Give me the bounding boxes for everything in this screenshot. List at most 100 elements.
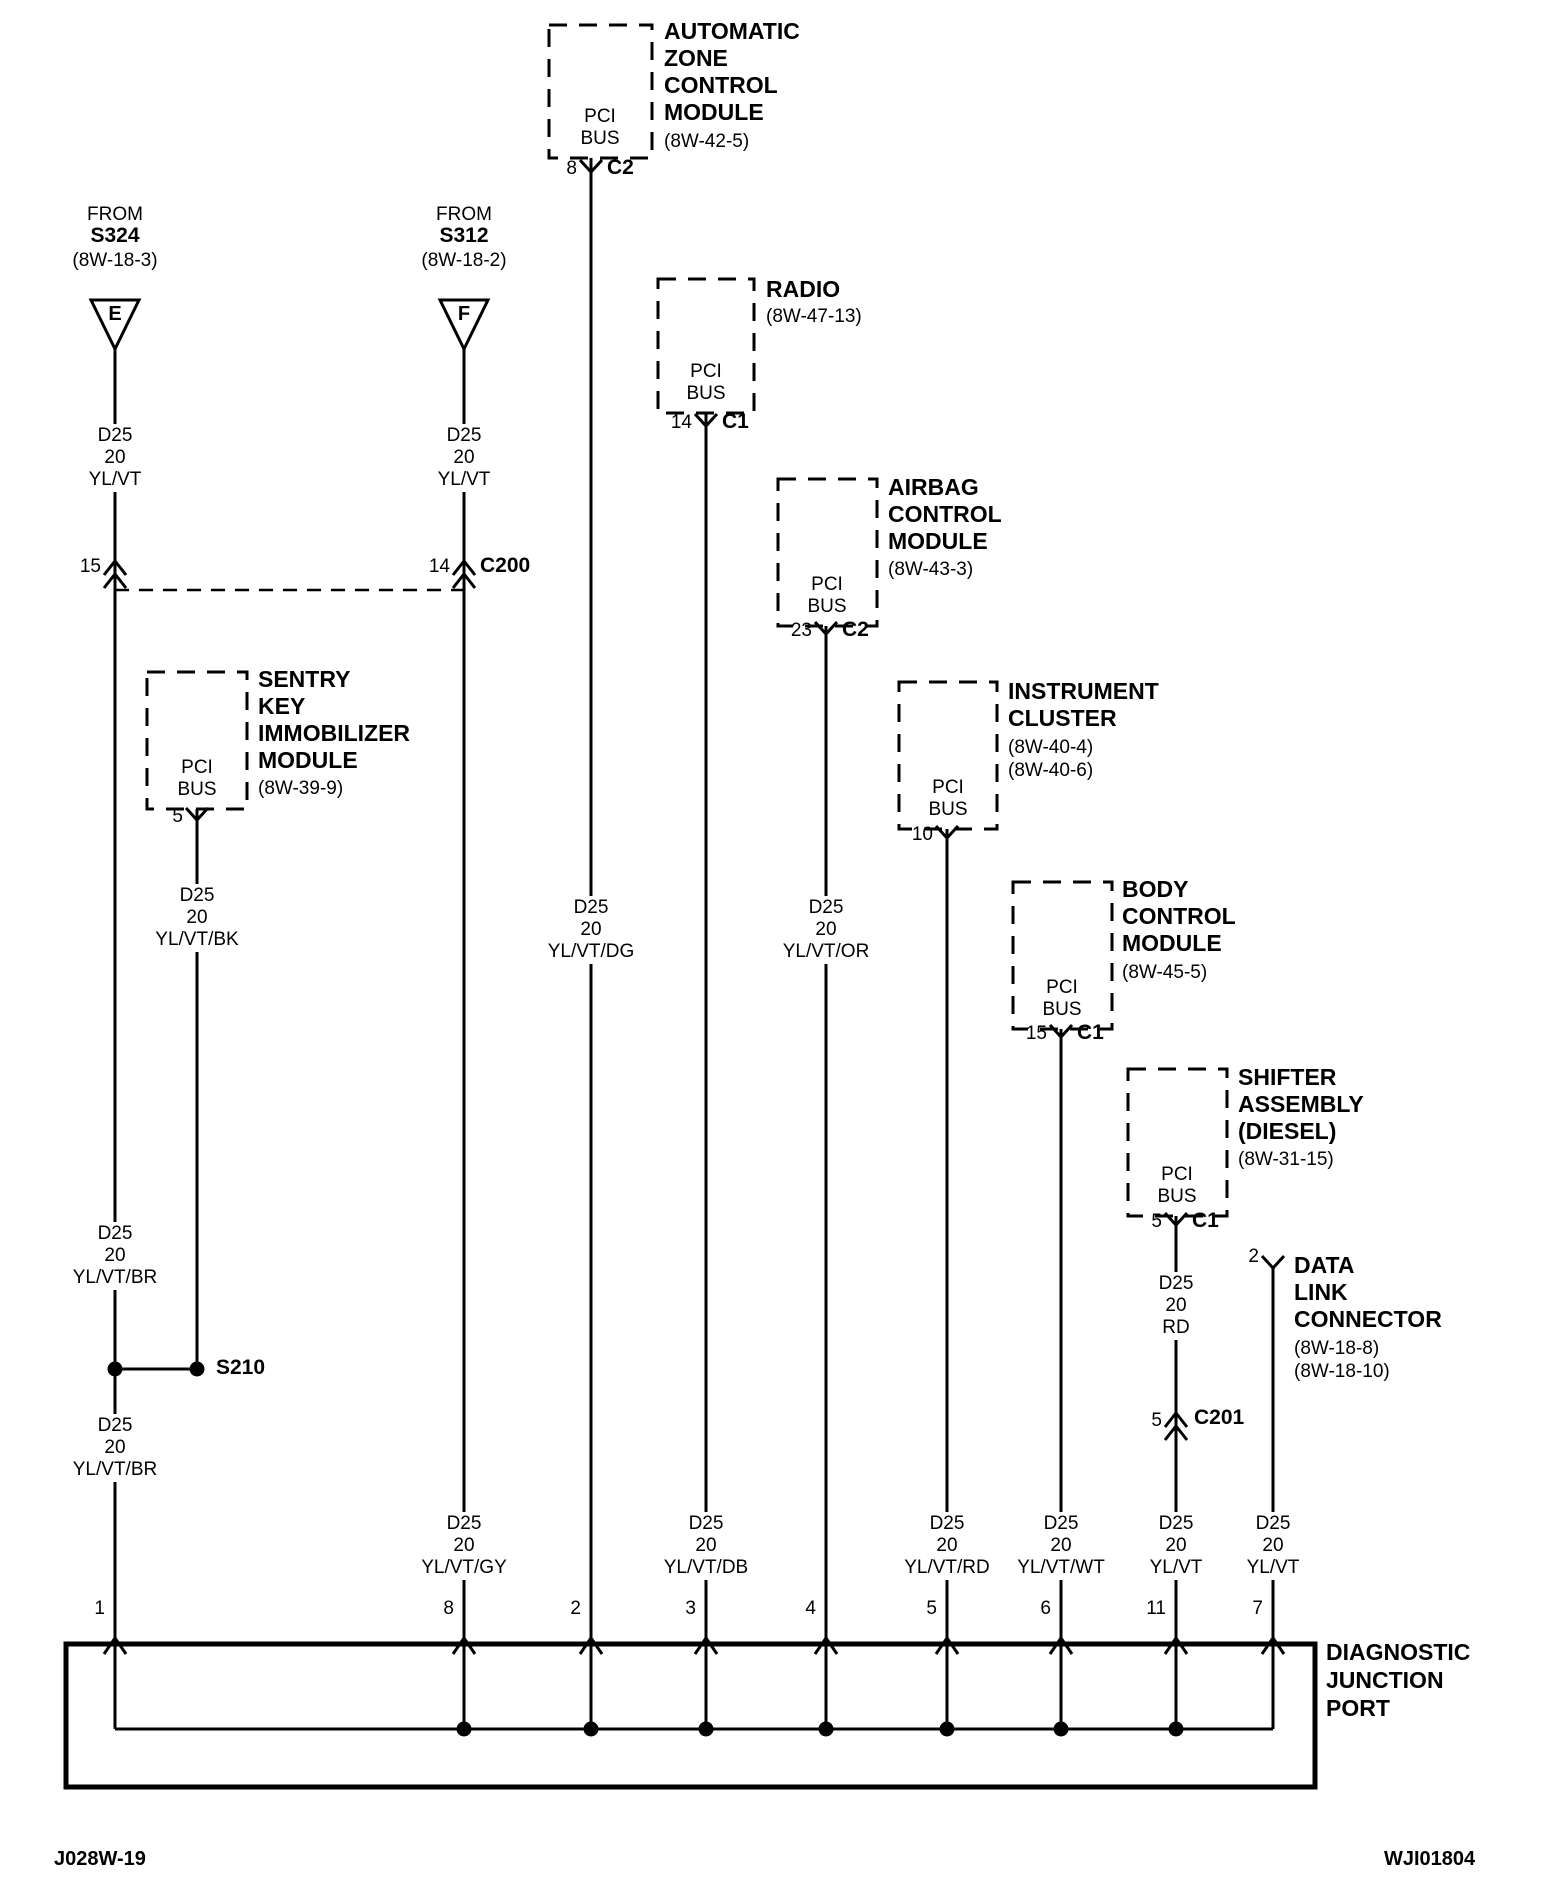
wire-label-e: D25 20 YL/VT xyxy=(83,424,147,492)
s324-triangle-letter: E xyxy=(108,303,122,325)
wire-label-f: D25 20 YL/VT xyxy=(432,424,496,492)
bcm-connector-symbol xyxy=(1048,1023,1074,1040)
bcm-module-ref: (8W-45-5) xyxy=(1122,962,1208,983)
wire-label-shifter-rd: D25 20 RD xyxy=(1153,1272,1199,1340)
airbag-module-title: AIRBAG CONTROL MODULE xyxy=(888,474,1002,554)
shifter-pin: 5 xyxy=(1151,1211,1162,1232)
c200-chevron-right-1 xyxy=(451,558,477,576)
bcm-module-title: BODY CONTROL MODULE xyxy=(1122,876,1236,956)
port-pin-8: 8 xyxy=(443,1598,454,1619)
bcm-connector-name: C1 xyxy=(1077,1021,1104,1044)
skim-module-title: SENTRY KEY IMMOBILIZER MODULE xyxy=(258,666,411,773)
port-pin-3: 3 xyxy=(685,1598,696,1619)
port-pin-4: 4 xyxy=(805,1598,816,1619)
airbag-connector-name: C2 xyxy=(842,618,869,641)
bus-dot-7 xyxy=(1168,1721,1184,1737)
diagnostic-junction-port-title: DIAGNOSTIC JUNCTION PORT xyxy=(1326,1639,1471,1721)
c200-chevron-left-1 xyxy=(102,558,128,576)
azc-module-box xyxy=(547,23,654,160)
s312-from-label: FROM xyxy=(436,204,492,225)
s324-triangle xyxy=(88,298,142,353)
azc-connector-symbol xyxy=(578,158,604,175)
c201-name: C201 xyxy=(1194,1406,1245,1429)
shifter-connector-symbol xyxy=(1163,1211,1189,1228)
footer-drawing-number: J028W-19 xyxy=(54,1848,146,1870)
skim-pin: 5 xyxy=(172,806,183,827)
port-entry-chevron-4 xyxy=(813,1635,839,1655)
wire-label-gy: D25 20 YL/VT/GY xyxy=(416,1512,512,1580)
s312-name: S312 xyxy=(439,224,489,247)
wire-label-wt: D25 20 YL/VT/WT xyxy=(1012,1512,1110,1580)
splice-dot-s210 xyxy=(189,1361,205,1377)
dlc-ref: (8W-18-8) (8W-18-10) xyxy=(1294,1338,1390,1382)
shifter-connector-name: C1 xyxy=(1192,1209,1219,1232)
port-entry-chevron-7 xyxy=(1260,1635,1286,1655)
cluster-pin: 10 xyxy=(911,824,933,845)
s312-triangle-letter: F xyxy=(457,303,471,325)
radio-module-box xyxy=(656,277,756,415)
cluster-module-title: INSTRUMENT CLUSTER xyxy=(1008,678,1159,731)
radio-connector-symbol xyxy=(693,412,719,429)
skim-connector-symbol xyxy=(184,806,210,823)
c200-chevron-left-2 xyxy=(102,571,128,589)
c201-chevron-1 xyxy=(1163,1410,1189,1428)
footer-plate-number: WJI01804 xyxy=(1384,1848,1476,1870)
s324-name: S324 xyxy=(90,224,140,247)
azc-module-title: AUTOMATIC ZONE CONTROL MODULE xyxy=(664,18,800,125)
s312-ref: (8W-18-2) xyxy=(421,250,507,271)
splice-dot-s324-line xyxy=(107,1361,123,1377)
port-pin-11: 11 xyxy=(1146,1598,1166,1619)
cluster-connector-symbol xyxy=(934,824,960,841)
port-pin-7: 7 xyxy=(1252,1598,1263,1619)
c201-pin: 5 xyxy=(1151,1410,1162,1431)
port-pin-6: 6 xyxy=(1040,1598,1051,1619)
bus-dot-2 xyxy=(583,1721,599,1737)
azc-pin: 8 xyxy=(566,158,577,179)
wire-label-br-upper: D25 20 YL/VT/BR xyxy=(67,1222,163,1290)
shifter-module-ref: (8W-31-15) xyxy=(1238,1149,1334,1170)
wire-label-db: D25 20 YL/VT/DB xyxy=(658,1512,754,1580)
wire-label-airbag: D25 20 YL/VT/OR xyxy=(777,896,875,964)
airbag-pci-bus-label: PCI BUS xyxy=(807,574,847,617)
wire-label-azc: D25 20 YL/VT/DG xyxy=(542,896,640,964)
s312-triangle xyxy=(437,298,491,353)
s324-ref: (8W-18-3) xyxy=(72,250,158,271)
s324-from-label: FROM xyxy=(87,204,143,225)
wire-label-rd: D25 20 YL/VT/RD xyxy=(899,1512,995,1580)
bus-dot-1 xyxy=(456,1721,472,1737)
port-pin-2: 2 xyxy=(570,1598,581,1619)
wire-label-dlc-bottom: D25 20 YL/VT xyxy=(1241,1512,1305,1580)
radio-module-ref: (8W-47-13) xyxy=(766,306,862,327)
port-entry-chevron-5 xyxy=(934,1635,960,1655)
dlc-connector-symbol xyxy=(1260,1254,1286,1271)
port-entry-chevron-8 xyxy=(451,1635,477,1655)
azc-pci-bus-label: PCI BUS xyxy=(580,106,620,149)
bus-dot-3 xyxy=(698,1721,714,1737)
c200-name: C200 xyxy=(480,554,531,577)
airbag-pin: 23 xyxy=(790,620,812,641)
c200-chevron-right-2 xyxy=(451,571,477,589)
port-entry-chevron-6 xyxy=(1048,1635,1074,1655)
shifter-pci-bus-label: PCI BUS xyxy=(1157,1164,1197,1207)
bus-dot-6 xyxy=(1053,1721,1069,1737)
port-entry-chevron-2 xyxy=(578,1635,604,1655)
radio-pin: 14 xyxy=(670,412,692,433)
cluster-pci-bus-label: PCI BUS xyxy=(928,777,968,820)
airbag-module-ref: (8W-43-3) xyxy=(888,559,974,580)
wire-label-shifter-bottom: D25 20 YL/VT xyxy=(1144,1512,1208,1580)
radio-module-title: RADIO xyxy=(766,276,841,302)
azc-module-ref: (8W-42-5) xyxy=(664,131,750,152)
port-pin-5: 5 xyxy=(926,1598,937,1619)
port-entry-chevron-1 xyxy=(102,1635,128,1655)
cluster-module-ref: (8W-40-4) (8W-40-6) xyxy=(1008,737,1094,781)
bus-dot-5 xyxy=(939,1721,955,1737)
port-entry-chevron-3 xyxy=(693,1635,719,1655)
port-pin-1: 1 xyxy=(94,1598,105,1619)
c200-pin-14: 14 xyxy=(428,556,450,577)
dlc-pin: 2 xyxy=(1248,1246,1259,1267)
dlc-title: DATA LINK CONNECTOR xyxy=(1294,1252,1442,1332)
diagnostic-junction-port-box xyxy=(63,1641,1318,1790)
shifter-module-title: SHIFTER ASSEMBLY (DIESEL) xyxy=(1238,1064,1364,1144)
